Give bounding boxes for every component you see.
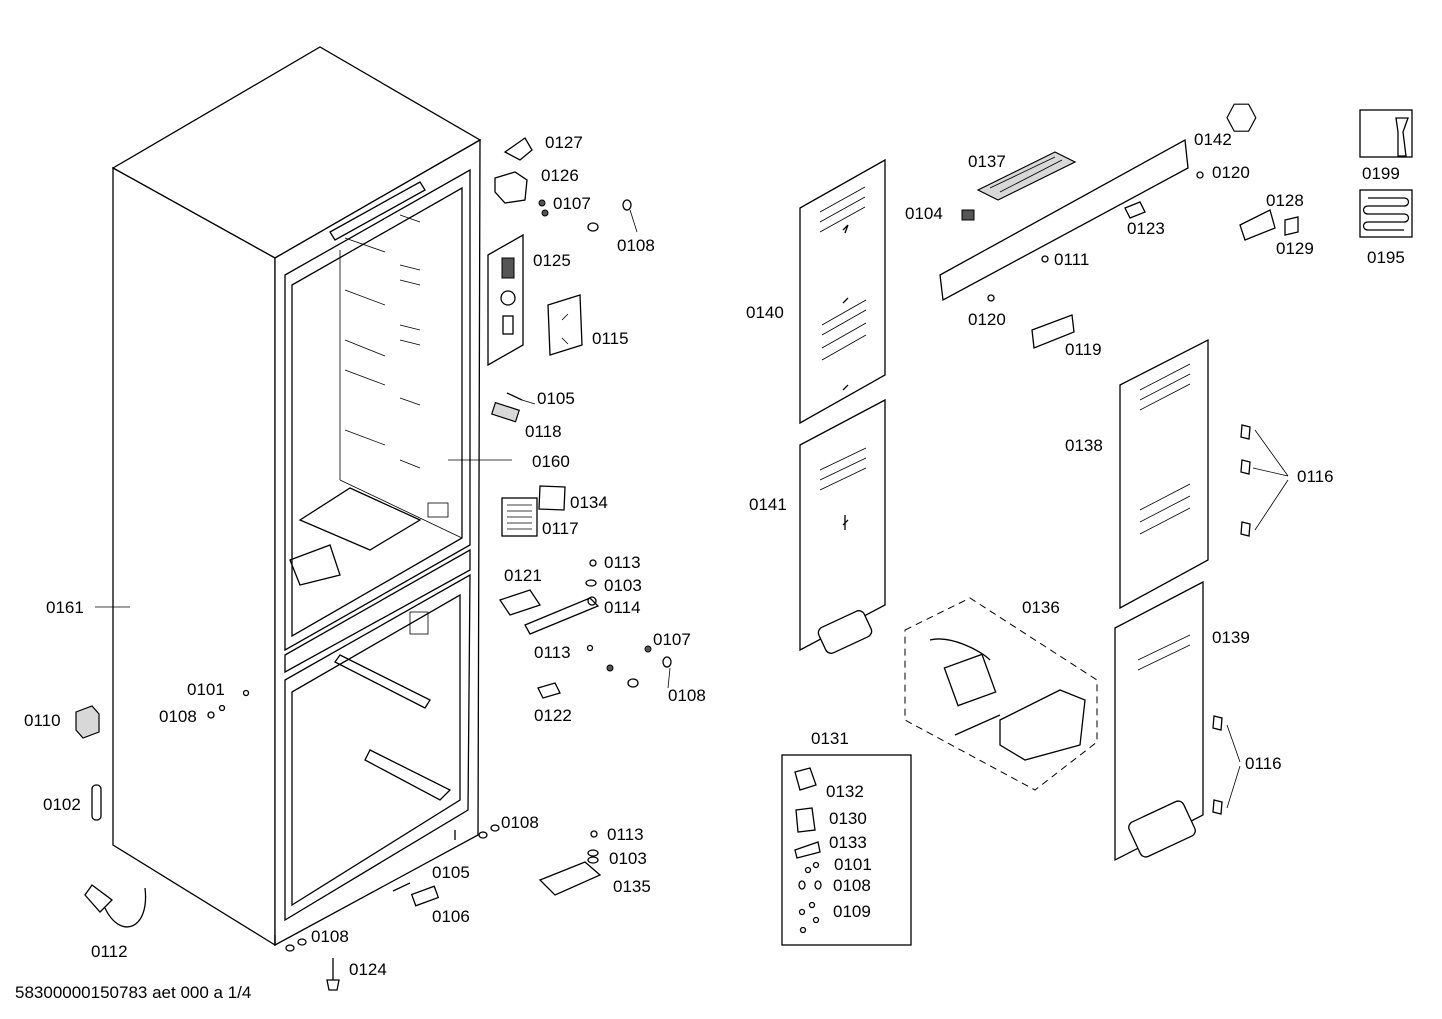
part-label-0113: 0113	[534, 643, 571, 662]
accessory-kit-0131	[781, 754, 912, 946]
part-label-0128: 0128	[1266, 191, 1304, 210]
part-label-0160: 0160	[532, 452, 570, 471]
part-label-0125: 0125	[533, 251, 571, 270]
control-panel	[939, 138, 1299, 349]
part-label-0109: 0109	[833, 902, 871, 921]
part-label-0111: 0111	[1054, 250, 1089, 269]
part-label-0136: 0136	[1022, 598, 1060, 617]
part-label-0113: 0113	[604, 553, 641, 572]
part-label-0112: 0112	[91, 942, 128, 961]
part-label-0120: 0120	[1212, 163, 1250, 182]
service-tools-icon	[1226, 103, 1413, 158]
part-label-0195: 0195	[1367, 248, 1405, 267]
part-label-0110: 0110	[24, 711, 61, 730]
fridge-cabinet	[111, 46, 482, 947]
part-label-0161: 0161	[46, 598, 84, 617]
part-label-0131: 0131	[811, 729, 849, 748]
part-label-0113: 0113	[607, 825, 644, 844]
part-label-0134: 0134	[570, 493, 608, 512]
left-small-parts	[75, 689, 500, 991]
part-label-0127: 0127	[545, 133, 583, 152]
part-label-0130: 0130	[829, 809, 867, 828]
part-label-0129: 0129	[1276, 239, 1314, 258]
middle-parts	[392, 137, 672, 907]
leader-lines	[95, 399, 536, 608]
part-label-0106: 0106	[432, 907, 470, 926]
part-label-0115: 0115	[592, 329, 629, 348]
part-label-0138: 0138	[1065, 436, 1103, 455]
part-label-0103: 0103	[609, 849, 647, 868]
part-label-0199: 0199	[1362, 164, 1400, 183]
part-label-0105: 0105	[432, 863, 470, 882]
part-label-0119: 0119	[1065, 340, 1102, 359]
part-labels: 0127 0126 0107 0108 0125 0115 0105 0118 0160 0134…	[24, 130, 1405, 979]
part-label-0135: 0135	[613, 877, 651, 896]
part-label-0132: 0132	[826, 782, 864, 801]
part-label-0126: 0126	[541, 166, 579, 185]
part-label-0142: 0142	[1194, 130, 1232, 149]
part-label-0108: 0108	[159, 707, 197, 726]
part-label-0116: 0116	[1245, 754, 1282, 773]
part-label-0117: 0117	[542, 519, 579, 538]
part-label-0108: 0108	[668, 686, 706, 705]
part-label-0141: 0141	[749, 495, 787, 514]
part-label-0107: 0107	[653, 630, 691, 649]
part-label-0107: 0107	[553, 194, 591, 213]
part-label-0108: 0108	[617, 236, 655, 255]
part-label-0118: 0118	[525, 422, 562, 441]
freezer-door-0139	[1114, 580, 1204, 862]
part-label-0133: 0133	[829, 833, 867, 852]
fridge-door-0138	[1119, 338, 1209, 610]
freezer-door-0141	[799, 398, 886, 654]
diagram-code: 58300000150783 aet 000 a 1/4	[15, 983, 251, 1002]
part-label-0103: 0103	[604, 576, 642, 595]
part-label-0104: 0104	[905, 204, 943, 223]
coil-icon	[1359, 189, 1413, 238]
part-label-0139: 0139	[1212, 628, 1250, 647]
part-label-0105: 0105	[537, 389, 575, 408]
part-label-0101: 0101	[834, 855, 872, 874]
part-label-0124: 0124	[349, 960, 387, 979]
part-label-0101: 0101	[187, 680, 225, 699]
part-label-0108: 0108	[311, 927, 349, 946]
part-label-0137: 0137	[968, 152, 1006, 171]
part-label-0123: 0123	[1127, 219, 1165, 238]
wiring-kit-0136	[904, 597, 1098, 791]
part-label-0102: 0102	[43, 795, 81, 814]
bolts-0116	[1212, 424, 1289, 815]
part-label-0108: 0108	[501, 813, 539, 832]
part-label-0140: 0140	[746, 303, 784, 322]
fridge-door-0140	[799, 158, 886, 425]
part-label-0120: 0120	[968, 310, 1006, 329]
part-label-0108: 0108	[833, 876, 871, 895]
part-label-0122: 0122	[534, 706, 572, 725]
part-label-0121: 0121	[504, 566, 542, 585]
part-label-0114: 0114	[604, 598, 641, 617]
part-label-0116: 0116	[1297, 467, 1334, 486]
